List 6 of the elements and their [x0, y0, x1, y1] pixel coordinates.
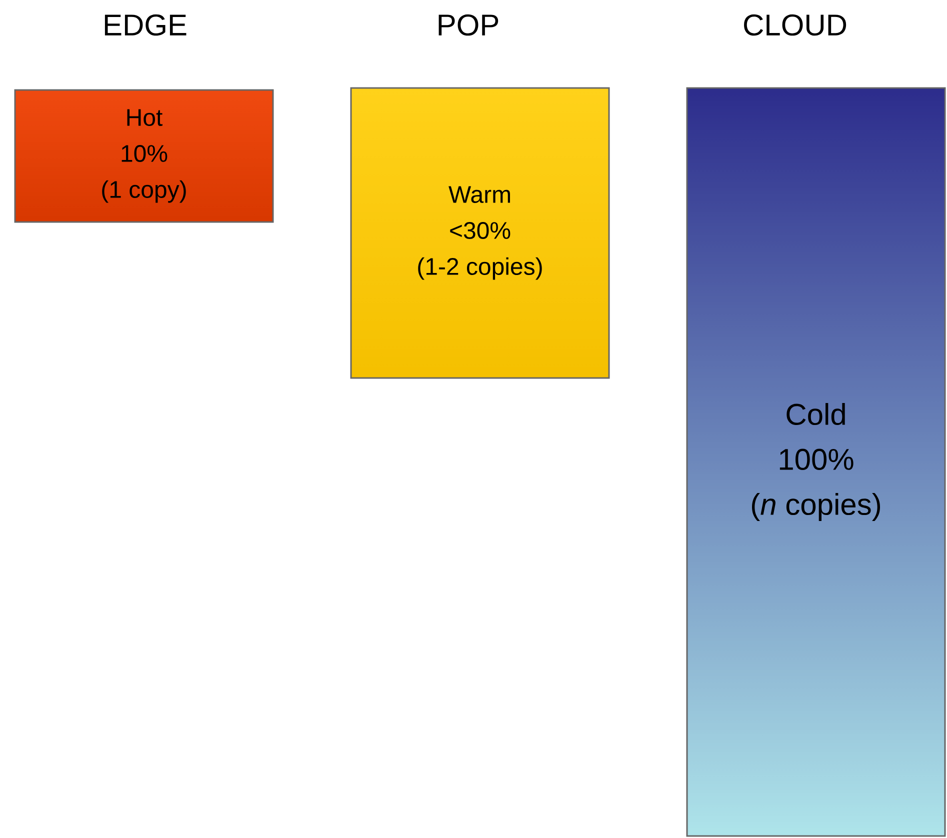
- storage-box: Warm <30% (1-2 copies): [350, 87, 610, 379]
- column-heading: EDGE: [104, 14, 186, 36]
- column-heading: POP: [438, 14, 498, 36]
- storage-box: Cold 100% (n copies): [686, 87, 946, 837]
- column-heading: CLOUD: [744, 14, 846, 36]
- storage-box: Hot 10% (1 copy): [14, 89, 274, 223]
